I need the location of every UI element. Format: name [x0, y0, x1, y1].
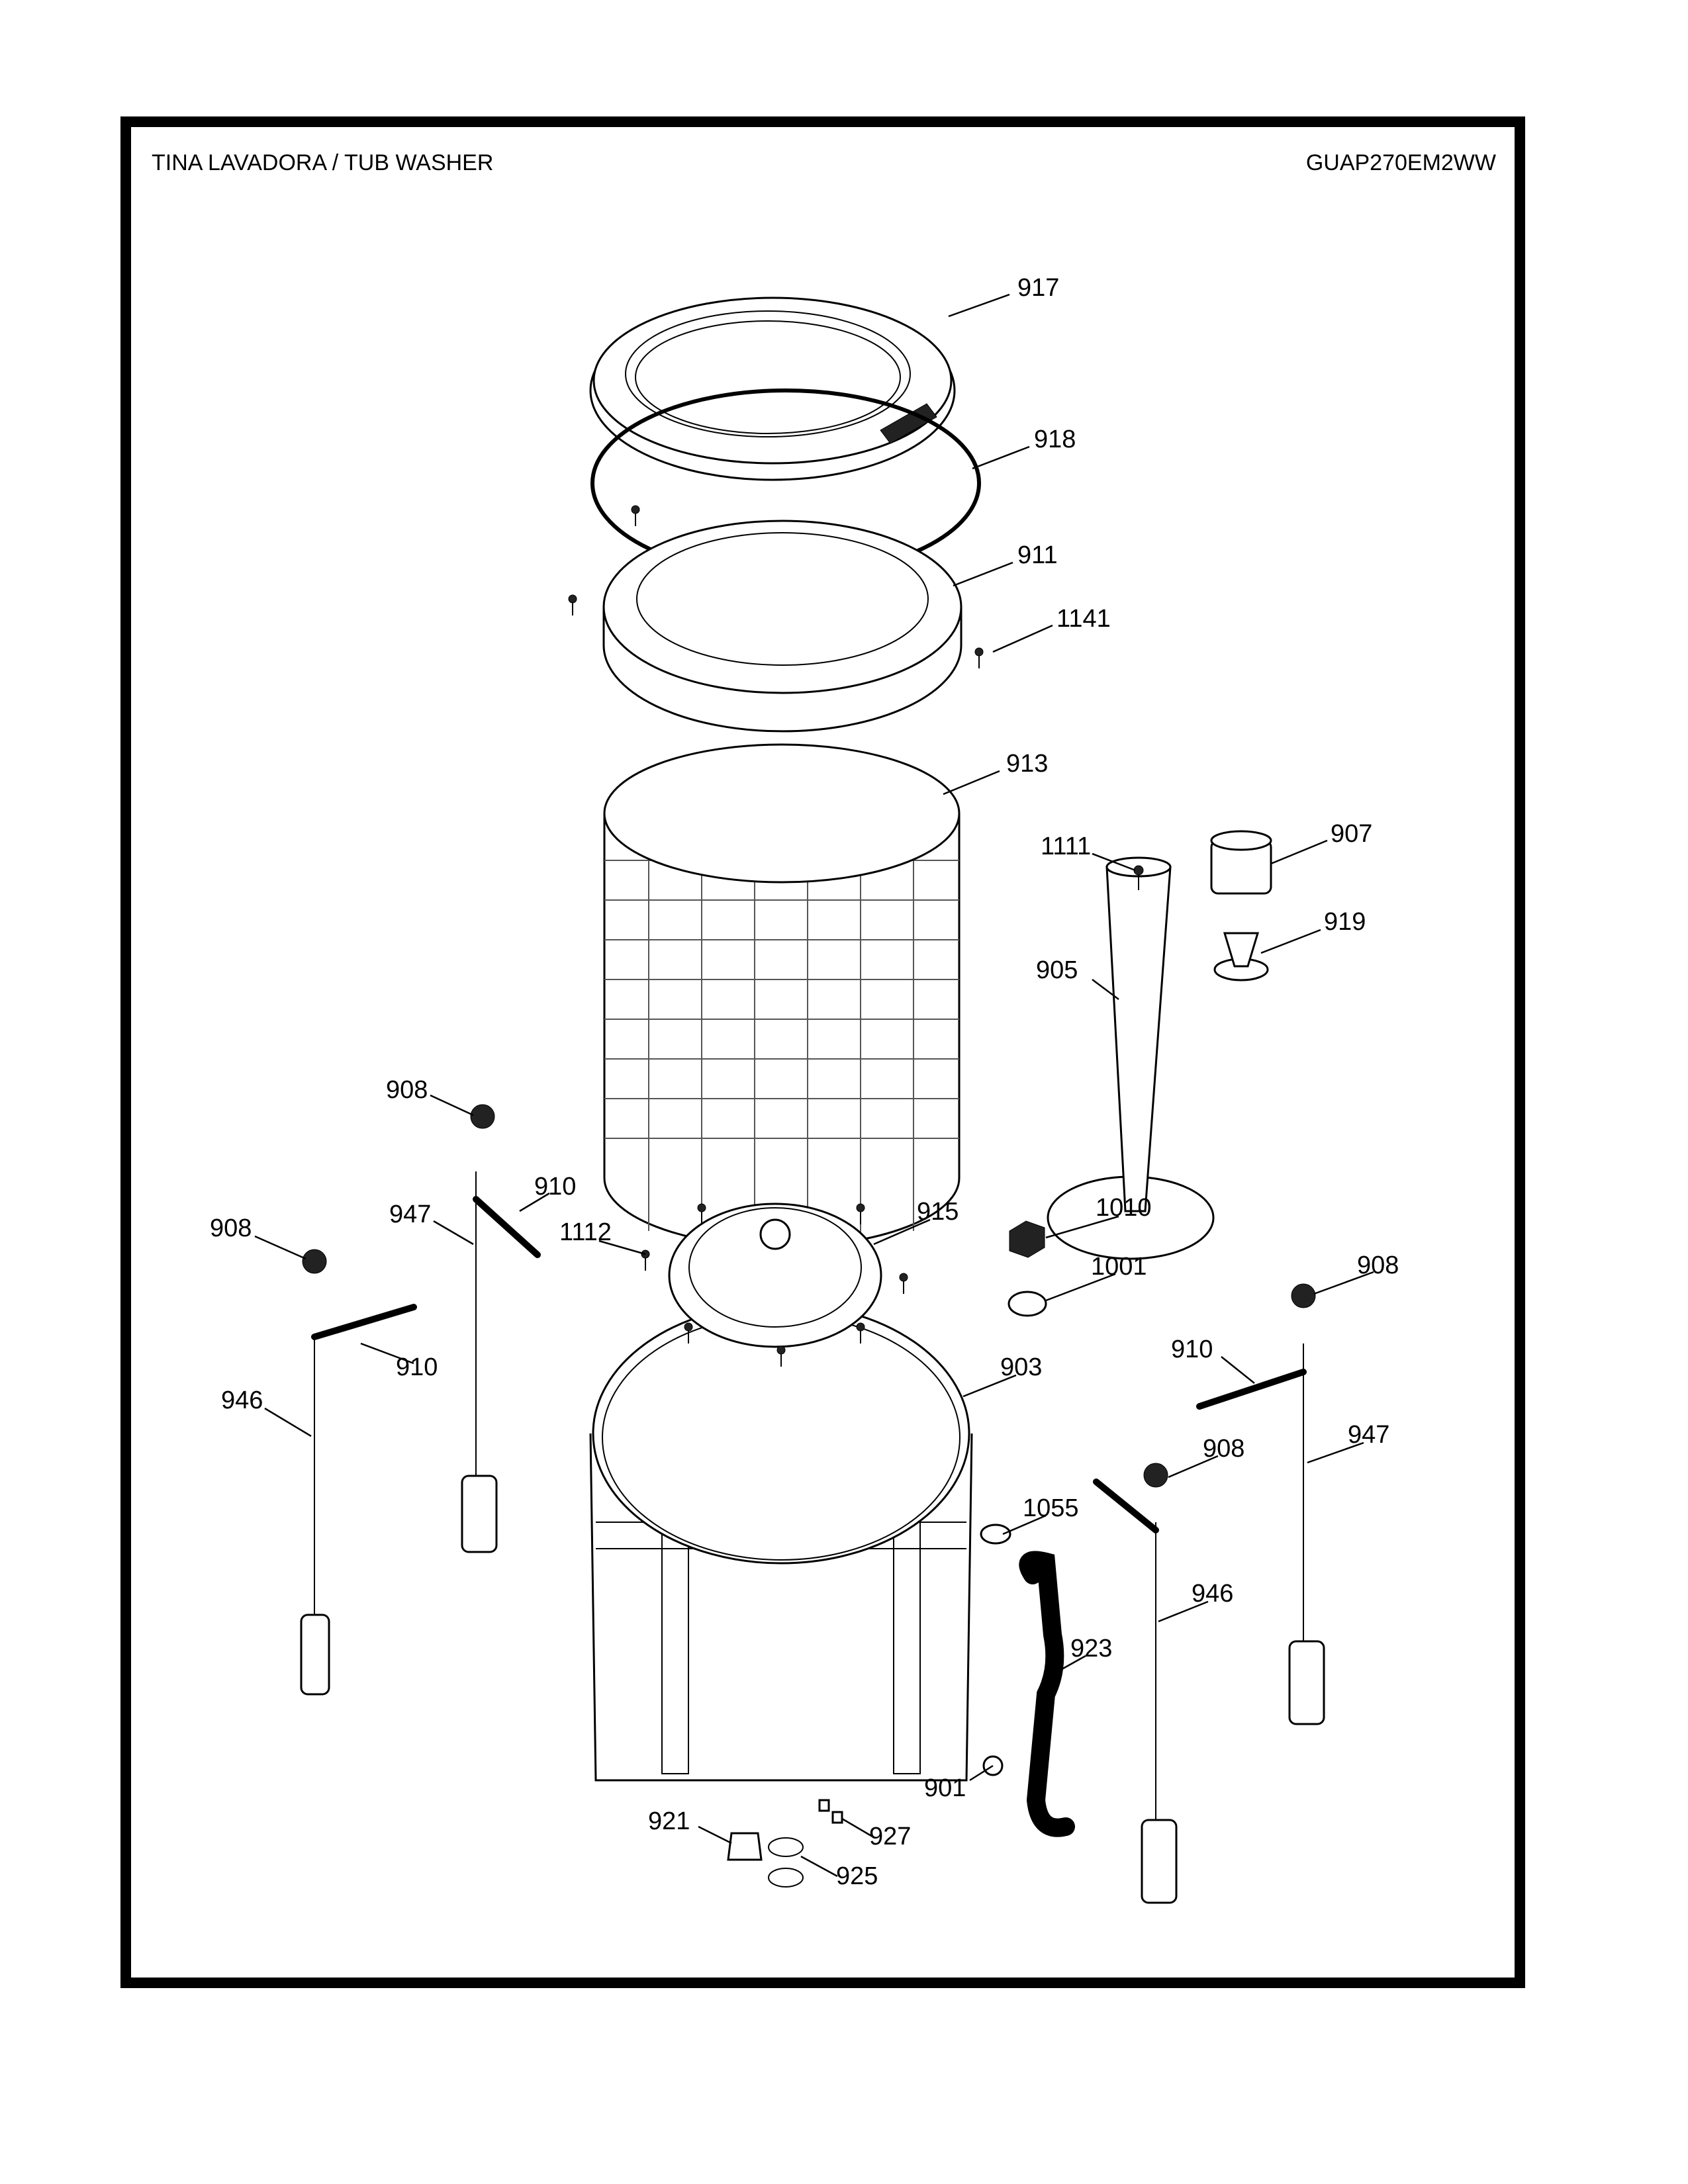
callout-921: 921	[648, 1807, 690, 1835]
callout-946: 946	[1192, 1580, 1233, 1608]
part-946-suspension-rod-left	[300, 1337, 330, 1696]
part-946-suspension-rod-right	[1141, 1522, 1178, 1904]
callout-1010: 1010	[1096, 1194, 1152, 1222]
part-903-outer-tub	[589, 1302, 973, 1782]
part-905-agitator	[1047, 856, 1215, 1260]
diagram-title: TINA LAVADORA / TUB WASHER	[152, 150, 493, 175]
part-925-o-ring	[768, 1868, 804, 1888]
callout-911: 911	[1017, 541, 1058, 569]
part-947-suspension-rod-left	[461, 1171, 498, 1553]
callout-923: 923	[1070, 1635, 1112, 1662]
screw-icon	[641, 1203, 908, 1367]
part-921-plug	[727, 1832, 763, 1861]
part-915-hub	[668, 1203, 882, 1348]
callout-908: 908	[1357, 1251, 1399, 1279]
part-908-pivot-caps	[302, 1104, 1316, 1488]
part-910-suspension-arms	[311, 1196, 1307, 1533]
callout-908: 908	[210, 1214, 252, 1242]
callout-908: 908	[1203, 1435, 1244, 1463]
callout-910: 910	[534, 1173, 576, 1201]
part-923-drain-hose	[1019, 1551, 1075, 1837]
callout-946: 946	[221, 1387, 263, 1414]
callout-907: 907	[1331, 820, 1372, 848]
callout-1001: 1001	[1091, 1253, 1147, 1281]
callout-927: 927	[869, 1823, 911, 1850]
part-1010-nut	[1009, 1220, 1045, 1258]
leader-lines	[254, 293, 1374, 1878]
part-919-cap-insert	[1213, 932, 1269, 981]
part-925-o-ring	[768, 1837, 804, 1857]
part-913-wash-basket	[603, 743, 961, 1248]
part-911-balance-ring	[602, 520, 962, 733]
callout-947: 947	[1348, 1421, 1389, 1449]
callout-913: 913	[1006, 750, 1048, 778]
callout-905: 905	[1036, 956, 1078, 984]
model-number: GUAP270EM2WW	[1306, 150, 1496, 175]
callout-915: 915	[917, 1198, 959, 1226]
part-947-suspension-rod-right	[1288, 1343, 1325, 1725]
part-1001-washer	[1008, 1291, 1047, 1317]
callout-908: 908	[386, 1076, 428, 1104]
callout-925: 925	[836, 1862, 878, 1890]
callout-910: 910	[396, 1353, 438, 1381]
screw-icon	[568, 505, 984, 668]
part-907-agitator-cap	[1210, 830, 1272, 895]
page-border	[120, 116, 1525, 1988]
callout-901: 901	[924, 1774, 966, 1802]
callout-947: 947	[389, 1201, 431, 1228]
callout-917: 917	[1017, 274, 1059, 302]
part-927-clip	[831, 1811, 843, 1824]
callout-1111: 1111	[1041, 833, 1091, 860]
callout-910: 910	[1171, 1336, 1213, 1363]
callout-1141: 1141	[1056, 605, 1111, 633]
callout-919: 919	[1324, 908, 1366, 936]
part-917-tub-cover	[589, 296, 956, 481]
callout-903: 903	[1000, 1353, 1042, 1381]
screw-icon	[1133, 865, 1144, 890]
part-1055-hose-clamp	[980, 1524, 1011, 1545]
part-927-clip	[818, 1799, 830, 1812]
callout-1055: 1055	[1023, 1494, 1079, 1522]
callout-1112: 1112	[559, 1218, 612, 1246]
callout-918: 918	[1034, 426, 1076, 453]
